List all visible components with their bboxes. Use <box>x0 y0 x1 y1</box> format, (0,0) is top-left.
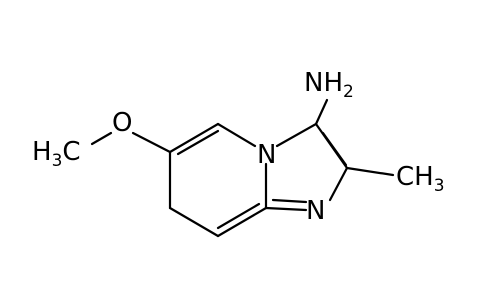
bridge-nitrogen-label: N <box>257 140 276 170</box>
bond-c3-nh2 <box>314 98 329 126</box>
bond-o-c6 <box>131 131 172 154</box>
methoxy-oxygen-label: O <box>112 108 132 138</box>
imine-nitrogen-label: N <box>306 196 325 226</box>
bond-n1-c8a <box>264 206 308 212</box>
bond-c2-n1 <box>328 166 349 202</box>
bond-c3-c2-double <box>321 131 348 167</box>
atom-labels: H3C O NH2 N N CH3 <box>32 68 445 226</box>
bond-c6-c5 <box>168 122 220 154</box>
bond-c8a-c8 <box>216 206 268 238</box>
bond-n1-c8a-double <box>271 198 308 204</box>
bond-c2-ch3 <box>345 166 395 177</box>
bond-c8a-c8-double <box>216 202 261 230</box>
amine-label: NH2 <box>304 68 354 102</box>
methoxy-carbon-label: H3C <box>32 137 81 171</box>
bond-n4-c3 <box>275 122 318 148</box>
methyl-label: CH3 <box>396 162 445 196</box>
bonds <box>90 98 395 238</box>
bond-c8-c7 <box>168 206 220 238</box>
bond-c6-c5-double <box>176 129 220 156</box>
bond-c5-n4 <box>216 122 257 148</box>
bond-ch3-o <box>90 131 113 146</box>
